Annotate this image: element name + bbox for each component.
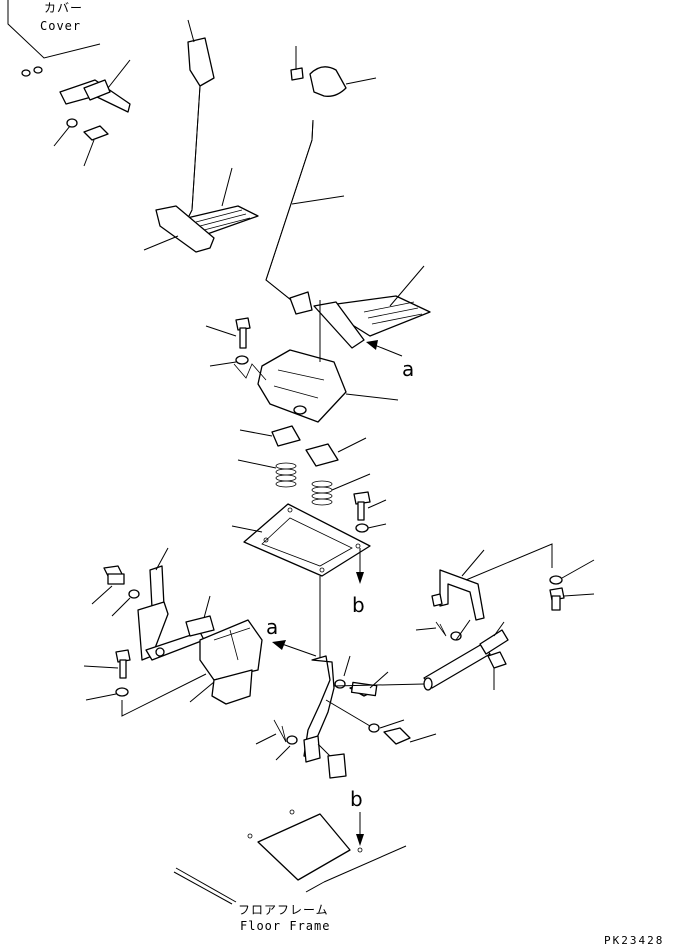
plate-bolt-part — [353, 491, 387, 533]
left-lever-pedal-part — [143, 19, 259, 253]
left-valve-assembly-part — [83, 547, 263, 717]
cover-bolts-part — [205, 317, 251, 367]
drawing-code: PK23428 — [604, 934, 664, 947]
ref-b-bottom-label: b — [350, 787, 363, 811]
cover-label-en: Cover — [40, 19, 81, 33]
floor-label-en: Floor Frame — [240, 919, 330, 933]
center-linkage-part — [255, 655, 437, 779]
floor-plate-part — [247, 809, 407, 893]
springs-part — [237, 425, 371, 506]
cover-bracket-part — [21, 59, 131, 167]
cover-label-jp: カバー — [44, 1, 83, 15]
right-bracket-assembly-part — [415, 543, 595, 691]
ref-b-mid: b — [352, 548, 365, 617]
right-lever-pedal-part — [265, 46, 431, 349]
ref-a-top-label: a — [402, 357, 414, 381]
floor-label-jp: フロアフレーム — [238, 903, 329, 917]
valve-cover-part — [233, 300, 399, 423]
ref-a-mid: a — [266, 615, 317, 657]
ref-b-mid-label: b — [352, 593, 365, 617]
gasket-plate-part — [231, 503, 371, 660]
floor-frame-callout: フロアフレーム Floor Frame — [173, 867, 330, 933]
ref-b-bottom: b — [350, 787, 364, 853]
ref-a-top: a — [366, 340, 414, 381]
cover-callout: カバー Cover — [7, 0, 101, 59]
ref-a-mid-label: a — [266, 615, 278, 639]
